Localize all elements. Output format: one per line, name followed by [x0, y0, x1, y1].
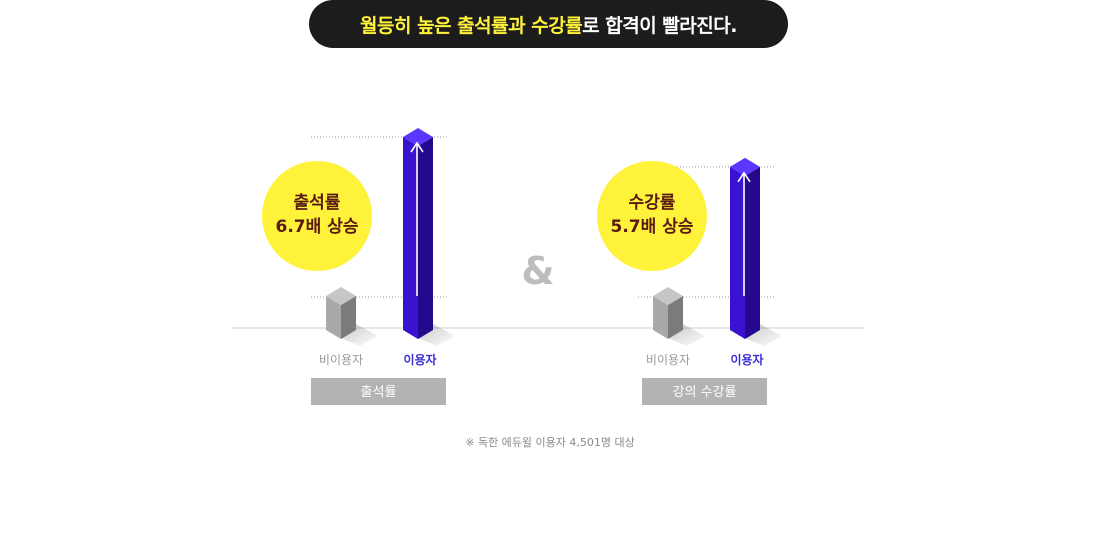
increase-badge	[597, 161, 707, 271]
up-arrow-icon	[410, 141, 424, 153]
tick-label-nonuser: 비이용자	[319, 353, 363, 367]
ampersand-connector: &	[521, 249, 554, 293]
badge-title: 수강률	[629, 193, 676, 213]
headline-highlight: 월등히 높은 출석률과 수강률	[360, 14, 583, 37]
badge-value: 6.7배 상승	[276, 217, 359, 237]
badge-title: 출석률	[294, 193, 341, 213]
headline-rest: 로 합격이 빨라진다.	[582, 14, 737, 37]
nonuser-bar-left-face	[653, 296, 668, 339]
increase-badge	[262, 161, 372, 271]
user-bar-left-face	[403, 137, 418, 339]
nonuser-bar-right-face	[341, 296, 356, 339]
user-bar-right-face	[418, 137, 433, 339]
footnote: ※ 독한 에듀윌 이용자 4,501명 대상	[465, 436, 635, 449]
tick-label-user: 이용자	[403, 352, 436, 367]
nonuser-bar-top	[653, 287, 683, 305]
tick-label-user: 이용자	[730, 352, 763, 367]
category-box	[642, 378, 767, 405]
user-bar-top	[730, 157, 760, 176]
user-bar-top	[403, 128, 433, 146]
category-box	[311, 378, 446, 405]
nonuser-bar-top	[326, 287, 356, 305]
category-label: 강의 수강률	[673, 385, 737, 400]
nonuser-bar-right-face	[668, 296, 683, 339]
up-arrow-icon	[737, 171, 751, 183]
tick-label-nonuser: 비이용자	[646, 353, 690, 367]
category-label: 출석률	[361, 385, 397, 400]
user-bar-left-face	[730, 166, 745, 339]
user-bar-right-face	[745, 166, 760, 339]
badge-value: 5.7배 상승	[611, 217, 694, 237]
nonuser-bar-left-face	[326, 296, 341, 339]
